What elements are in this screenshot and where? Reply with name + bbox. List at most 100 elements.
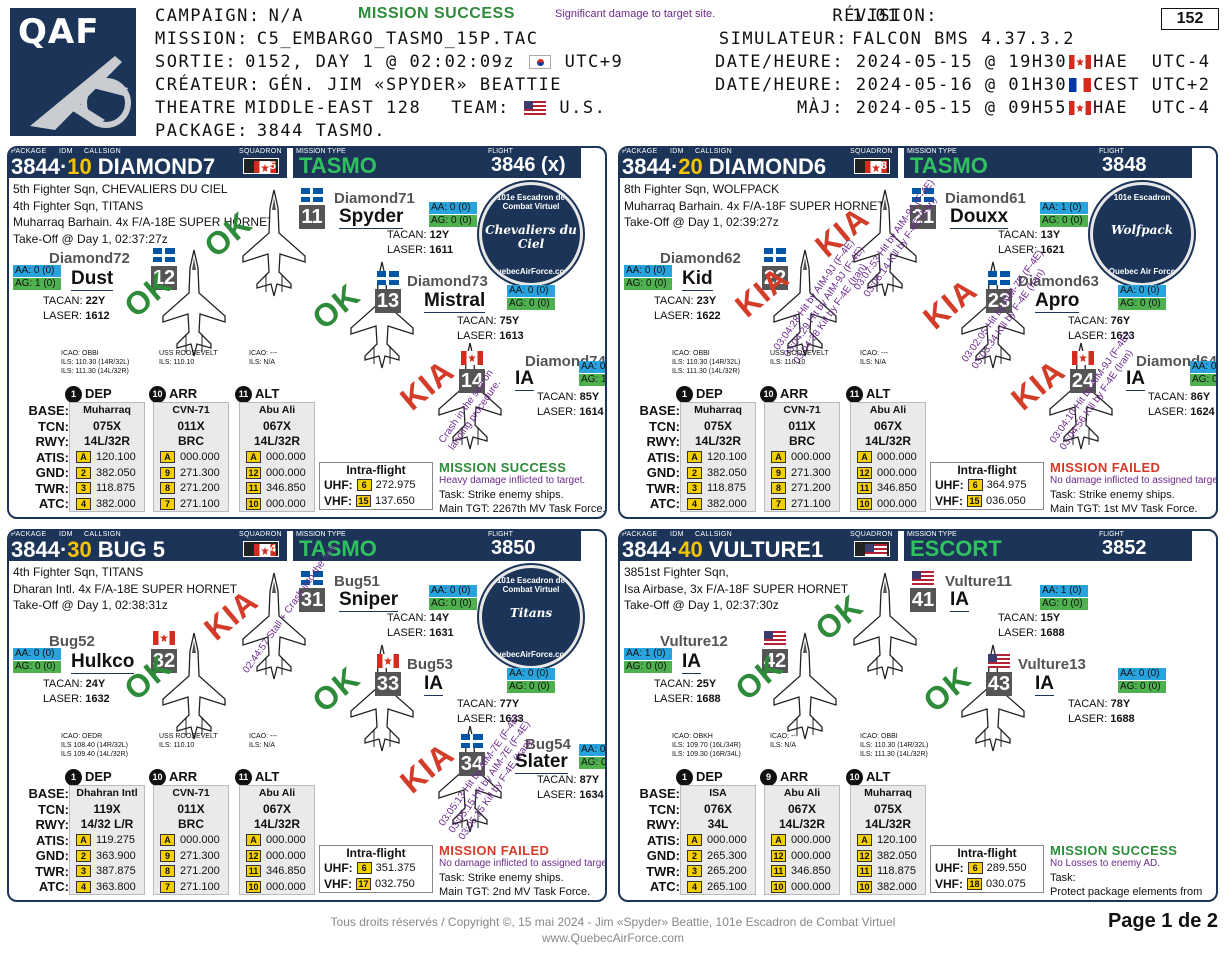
flight-number: 3848 bbox=[1102, 154, 1147, 176]
vhf-label: VHF: bbox=[324, 494, 352, 508]
ag-kills: AG: 0 (0) bbox=[624, 661, 672, 673]
airfield-tacan: 119X bbox=[93, 801, 121, 816]
wingman-number: 22 bbox=[762, 266, 788, 290]
frequency: 000.000 bbox=[180, 834, 220, 847]
frequency: 000.000 bbox=[266, 834, 306, 847]
pilot-name: IA bbox=[682, 651, 701, 674]
wingman-callsign: Diamond73 bbox=[407, 273, 488, 290]
preset-number: 8 bbox=[771, 482, 786, 495]
squadron-badge: 5 bbox=[243, 158, 279, 174]
preset-number: 7 bbox=[160, 880, 175, 893]
quebec-flag-icon bbox=[764, 248, 786, 262]
createur-label: CRÉATEUR: bbox=[155, 75, 261, 95]
laser-row: LASER: 1624 bbox=[1148, 405, 1215, 420]
airfield-tacan: 076X bbox=[703, 801, 733, 816]
info-line: Take-Off @ Day 1, 02:38:31z bbox=[13, 598, 168, 612]
row-label-gnd: GND: bbox=[646, 465, 680, 480]
airfield-tacan: 011X bbox=[177, 418, 205, 433]
preset-number: 10 bbox=[771, 880, 786, 893]
pilot-name: IA bbox=[424, 673, 443, 696]
tacan-row: TACAN: 23Y bbox=[654, 294, 721, 309]
logo-text: QAF bbox=[18, 12, 100, 52]
info-line: 4th Fighter Sqn, TITANS bbox=[13, 198, 144, 213]
tacan-value: 76Y bbox=[1110, 315, 1131, 327]
mission-status: MISSION SUCCESS bbox=[358, 5, 515, 22]
laser-row: LASER: 1633 bbox=[457, 712, 524, 727]
preset-number: 2 bbox=[687, 466, 702, 479]
row-label-twr: TWR: bbox=[35, 480, 69, 496]
frequency: 346.850 bbox=[791, 865, 831, 878]
frequency: 265.200 bbox=[707, 865, 747, 878]
aa-kills: AA: 0 (0) bbox=[13, 648, 61, 660]
info-line: Take-Off @ Day 1, 02:37:27z bbox=[13, 231, 168, 246]
airfield-tacan: 075X bbox=[703, 418, 733, 433]
pilot-name: Slater bbox=[515, 751, 568, 774]
mission-result: MISSION FAILED bbox=[439, 843, 550, 858]
quebec-flag-icon bbox=[461, 734, 483, 748]
callsign-value: VULTURE1 bbox=[708, 537, 824, 562]
wingman-callsign: Bug53 bbox=[407, 656, 453, 673]
tacan-value: 13Y bbox=[1040, 229, 1061, 241]
team-label: TEAM: bbox=[451, 98, 510, 118]
col-title-alt: ALT bbox=[255, 386, 280, 401]
tacan-row: TACAN: 77Y bbox=[457, 697, 524, 712]
ag-kills: AG: 0 (0) bbox=[1118, 298, 1166, 310]
frequency: 118.875 bbox=[877, 865, 916, 878]
tacan-label: TACAN: bbox=[1148, 391, 1188, 403]
col-number-alt: 11 bbox=[235, 769, 252, 787]
col-number-alt: 11 bbox=[846, 386, 863, 404]
wingman-number: 33 bbox=[375, 672, 401, 696]
laser-row: LASER: 1621 bbox=[998, 243, 1065, 258]
target-line: Main TGT: 2nd MV Task Force. bbox=[439, 886, 591, 898]
laser-value: 1688 bbox=[696, 693, 721, 705]
ag-kills: AG: 0 (0) bbox=[507, 681, 555, 693]
task-line: Task: bbox=[1050, 872, 1076, 884]
airfield-runway: 14L/32R bbox=[253, 434, 301, 448]
emblem-top-text: 101e Escadron bbox=[1113, 193, 1171, 202]
col-number-arr: 10 bbox=[149, 769, 166, 787]
dh1-zone: HAE bbox=[1093, 52, 1129, 72]
tacan-row: TACAN: 86Y bbox=[1148, 390, 1215, 405]
row-label-base: BASE: bbox=[639, 403, 680, 418]
campaign-label: CAMPAIGN: bbox=[155, 6, 261, 26]
theatre-value: MIDDLE-EAST 128 bbox=[245, 98, 422, 118]
preset-number: A bbox=[246, 834, 261, 847]
tacan-value: 86Y bbox=[1190, 391, 1211, 403]
mission-type-value: TASMO bbox=[910, 153, 988, 178]
tacan-label: TACAN: bbox=[537, 391, 577, 403]
wingman-number: 34 bbox=[459, 752, 485, 776]
row-label-tcn: TCN: bbox=[648, 801, 680, 817]
label-flight: FLIGHT bbox=[1099, 148, 1124, 155]
wingman-number: 13 bbox=[375, 289, 401, 313]
airfield-runway: BRC bbox=[178, 817, 204, 831]
col-number-arr: 9 bbox=[760, 769, 777, 787]
laser-row: LASER: 1688 bbox=[654, 692, 721, 707]
preset-number: 17 bbox=[356, 878, 371, 890]
frequency: 118.875 bbox=[707, 482, 746, 495]
tacan-value: 25Y bbox=[696, 678, 717, 690]
ag-kills: AG: 0 (0) bbox=[624, 278, 672, 290]
frequency: 265.300 bbox=[707, 849, 747, 862]
preset-number: 9 bbox=[160, 466, 175, 479]
row-label-gnd: GND: bbox=[646, 848, 680, 863]
canada-flag-icon bbox=[461, 351, 483, 365]
ag-kills: AG: 0 (0) bbox=[1040, 598, 1088, 610]
row-label-atc: ATC: bbox=[649, 879, 680, 894]
row-label-gnd: GND: bbox=[35, 465, 69, 480]
